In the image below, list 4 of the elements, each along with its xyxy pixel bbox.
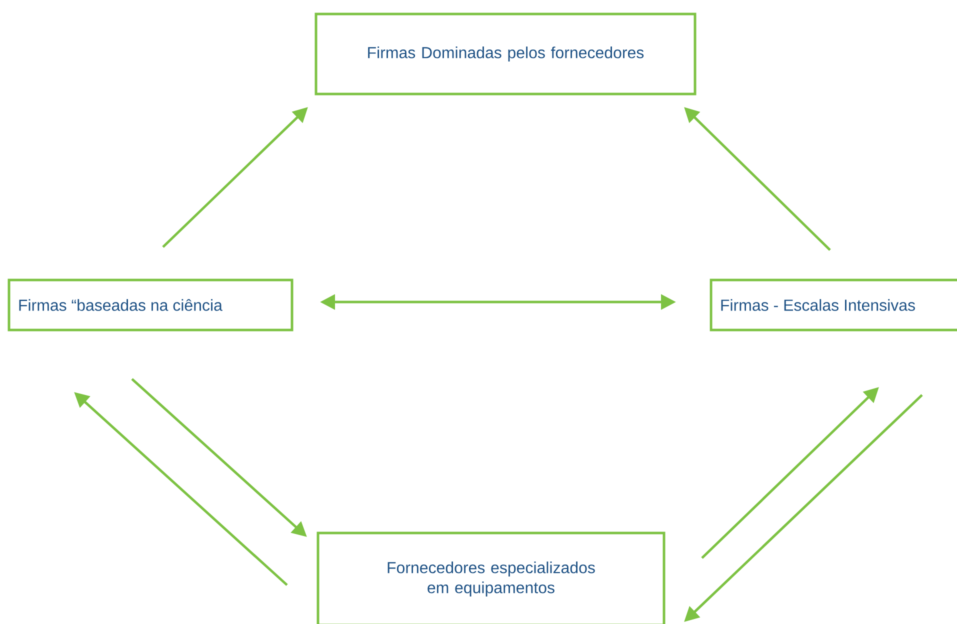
process-box: Firmas Dominadas pelos fornecedores bbox=[314, 12, 696, 96]
process-box: Firmas - Escalas Intensivas bbox=[710, 278, 957, 332]
process-box: Fornecedores especializados em equipamentos bbox=[316, 532, 666, 624]
process-box: Firmas “baseadas na ciência bbox=[8, 278, 294, 332]
